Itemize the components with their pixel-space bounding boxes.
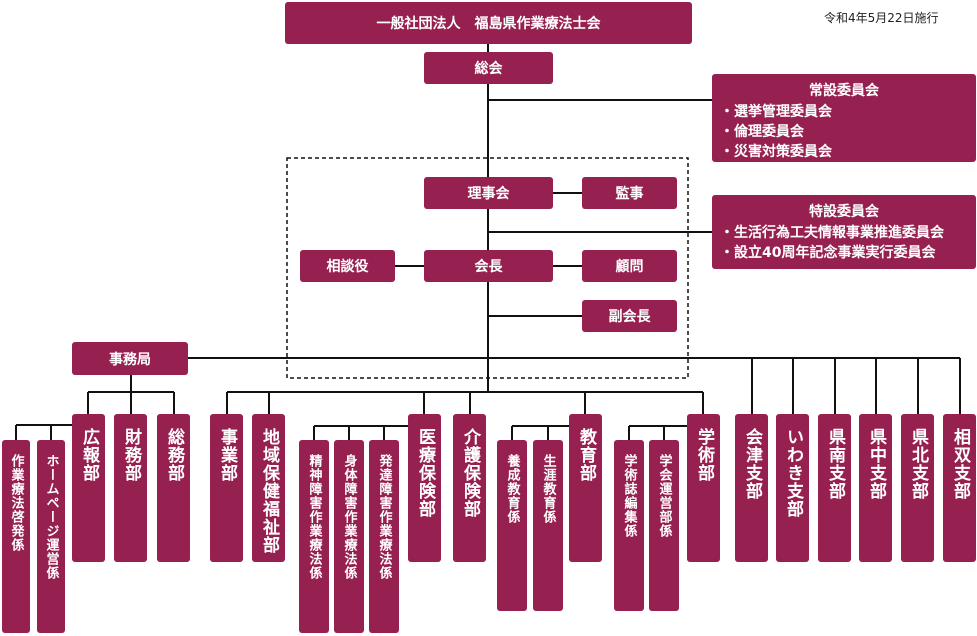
standing-committee-item: ・災害対策委員会 — [720, 144, 832, 160]
general-affairs-department-box: 総務部 — [157, 414, 190, 562]
pr-department-label: 広報部 — [79, 428, 99, 482]
special-committees-box: 特設委員会 ・生活行為工夫情報事業推進委員会 ・設立40周年記念事業実行委員会 — [712, 195, 976, 269]
training-education-box: 養成教育係 — [497, 440, 527, 611]
care-insurance-department-label: 介護保険部 — [460, 428, 480, 518]
standing-committee-item: ・倫理委員会 — [720, 124, 804, 140]
community-department-box: 地域保健福祉部 — [252, 414, 285, 562]
conference-label: 学会運営部係 — [656, 454, 672, 538]
soso-branch-label: 相双支部 — [950, 428, 970, 500]
lifelong-education-box: 生涯教育係 — [533, 440, 563, 611]
aizu-branch-label: 会津支部 — [742, 428, 762, 500]
special-committee-item: ・設立40周年記念事業実行委員会 — [720, 245, 936, 261]
standing-committee-item: ・選挙管理委員会 — [720, 104, 832, 120]
mental-ot-label: 精神障害作業療法係 — [306, 454, 322, 580]
ot-awareness-label: 作業療法啓発係 — [8, 454, 24, 552]
conference-box: 学会運営部係 — [649, 440, 679, 611]
finance-department-box: 財務部 — [114, 414, 147, 562]
kennan-branch-box: 県南支部 — [818, 414, 851, 562]
effective-date: 令和4年5月22日施行 — [824, 11, 939, 25]
community-department-label: 地域保健福祉部 — [259, 428, 279, 554]
aizu-branch-box: 会津支部 — [735, 414, 768, 562]
standing-committees-box: 常設委員会 ・選挙管理委員会 ・倫理委員会 ・災害対策委員会 — [712, 74, 976, 162]
education-department-box: 教育部 — [569, 414, 602, 562]
medical-insurance-department-box: 医療保険部 — [408, 414, 441, 562]
physical-ot-box: 身体障害作業療法係 — [334, 440, 364, 633]
lifelong-education-label: 生涯教育係 — [540, 454, 556, 524]
education-department-label: 教育部 — [576, 428, 596, 482]
developmental-ot-label: 発達障害作業療法係 — [376, 454, 392, 580]
journal-editing-box: 学術誌編集係 — [614, 440, 644, 611]
vice-president-box: 副会長 — [582, 300, 677, 332]
iwaki-branch-box: いわき支部 — [776, 414, 809, 562]
kenchu-branch-label: 県中支部 — [866, 428, 886, 500]
homepage-label: ホームページ運営係 — [43, 454, 59, 580]
physical-ot-label: 身体障害作業療法係 — [341, 454, 357, 580]
president-box: 会長 — [424, 250, 553, 282]
secretariat-box: 事務局 — [72, 342, 188, 375]
pr-department-box: 広報部 — [72, 414, 105, 562]
kenpoku-branch-label: 県北支部 — [908, 428, 928, 500]
ot-awareness-box: 作業療法啓発係 — [2, 440, 30, 633]
general-affairs-department-label: 総務部 — [164, 428, 184, 482]
developmental-ot-box: 発達障害作業療法係 — [369, 440, 399, 633]
mental-ot-box: 精神障害作業療法係 — [299, 440, 329, 633]
special-committees-title: 特設委員会 — [809, 204, 879, 220]
kenpoku-branch-box: 県北支部 — [901, 414, 934, 562]
medical-insurance-department-label: 医療保険部 — [415, 428, 435, 518]
soso-branch-box: 相双支部 — [943, 414, 976, 562]
journal-editing-label: 学術誌編集係 — [621, 454, 637, 538]
standing-committees-title: 常設委員会 — [809, 83, 879, 99]
finance-department-label: 財務部 — [121, 428, 141, 482]
board-box: 理事会 — [424, 177, 553, 209]
projects-department-box: 事業部 — [210, 414, 243, 562]
care-insurance-department-box: 介護保険部 — [453, 414, 486, 562]
academic-department-label: 学術部 — [694, 428, 714, 482]
counselor-box: 相談役 — [300, 250, 395, 282]
auditor-box: 監事 — [582, 177, 677, 209]
general-assembly-box: 総会 — [424, 52, 553, 84]
kennan-branch-label: 県南支部 — [825, 428, 845, 500]
homepage-box: ホームページ運営係 — [37, 440, 65, 633]
iwaki-branch-label: いわき支部 — [783, 428, 803, 518]
academic-department-box: 学術部 — [687, 414, 720, 562]
projects-department-label: 事業部 — [217, 428, 237, 482]
special-committee-item: ・生活行為工夫情報事業推進委員会 — [720, 225, 944, 241]
adviser-box: 顧問 — [582, 250, 677, 282]
training-education-label: 養成教育係 — [504, 454, 520, 524]
kenchu-branch-box: 県中支部 — [859, 414, 892, 562]
organization-title: 一般社団法人 福島県作業療法士会 — [285, 2, 692, 44]
